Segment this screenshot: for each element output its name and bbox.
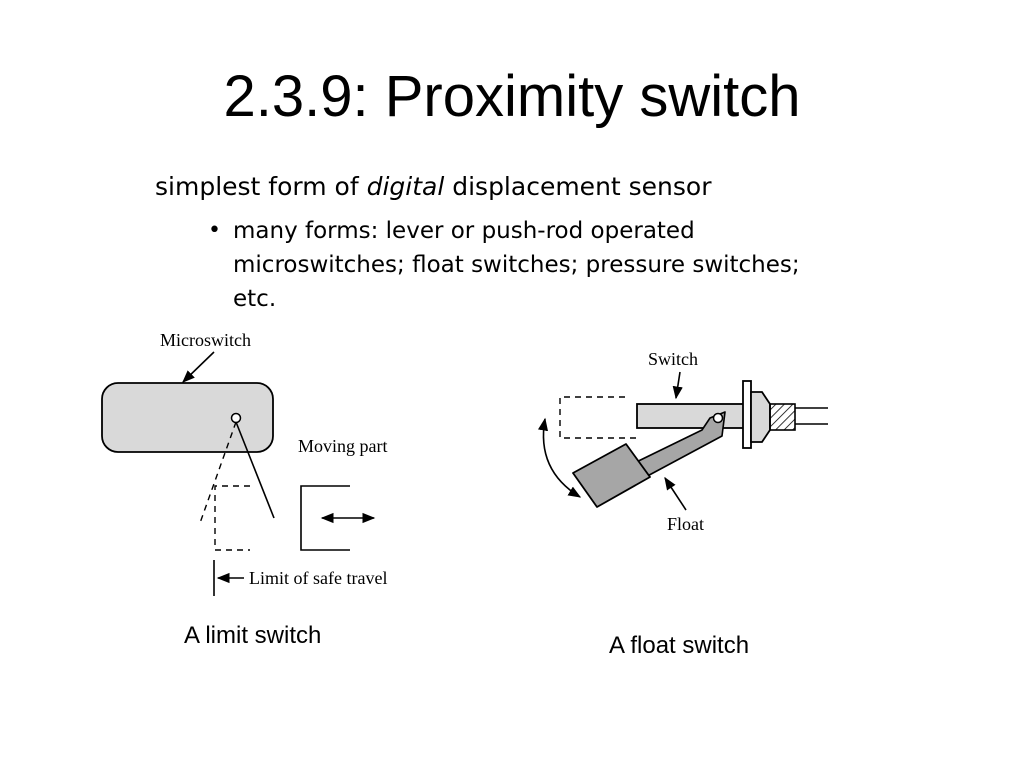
switch-pointer	[672, 371, 683, 400]
label-microswitch: Microswitch	[160, 330, 251, 350]
mounting-nut	[750, 391, 771, 443]
label-limit: Limit of safe travel	[249, 568, 387, 588]
safe-travel-outline	[214, 485, 250, 551]
bullet-line-3: etc.	[233, 286, 277, 312]
mounting-flange	[742, 380, 752, 449]
lead-emphasis: digital	[366, 172, 445, 201]
cable-gland	[769, 403, 796, 431]
bullet-line-2: microswitches; float switches; pressure …	[233, 252, 800, 278]
bullet-marker: •	[208, 218, 221, 243]
limit-switch-diagram: Microswitch Moving part Limit of safe tr…	[101, 330, 388, 596]
swing-arrow	[537, 417, 582, 498]
lead-text: simplest form of digital displacement se…	[155, 170, 712, 204]
lead-after: displacement sensor	[444, 172, 712, 201]
lever-arm-deflected	[199, 421, 237, 524]
slide-title: 2.3.9: Proximity switch	[223, 64, 801, 129]
float-pointer	[664, 476, 687, 511]
moving-part-outline	[300, 485, 350, 551]
float-switch-diagram: Switch Float	[537, 349, 828, 534]
label-moving-part: Moving part	[298, 436, 388, 456]
switch-body	[636, 403, 746, 429]
caption-float-switch: A float switch	[609, 632, 750, 659]
label-float: Float	[667, 514, 704, 534]
lead-before: simplest form of	[155, 172, 367, 201]
switch-deflected-outline	[559, 396, 636, 439]
bullet-line-1: many forms: lever or push-rod operated	[233, 218, 695, 244]
float-pivot	[712, 412, 724, 424]
caption-limit-switch: A limit switch	[184, 622, 322, 649]
lever-arm	[235, 421, 275, 519]
label-switch: Switch	[648, 349, 698, 369]
lever-pivot	[230, 412, 242, 424]
microswitch-body	[101, 382, 274, 453]
float-body	[572, 443, 651, 508]
microswitch-pointer	[182, 351, 215, 383]
bullet-text: many forms: lever or push-rod operated m…	[233, 214, 963, 316]
